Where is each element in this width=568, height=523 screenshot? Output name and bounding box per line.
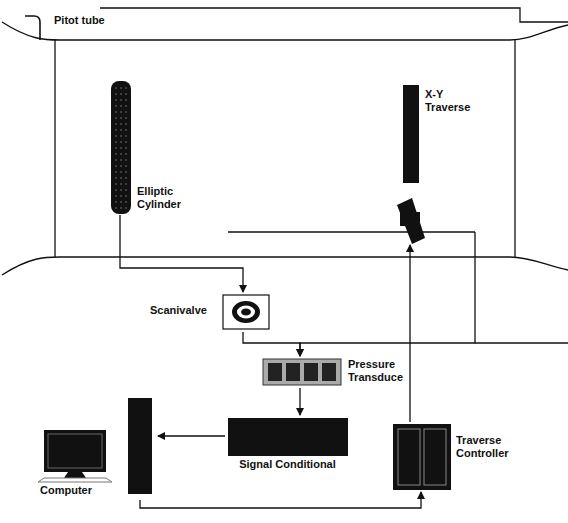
signal-connector bbox=[243, 332, 300, 356]
node-label: X-Y Traverse bbox=[425, 88, 475, 113]
transducer-icon bbox=[262, 358, 342, 386]
computer-unit: Computer bbox=[30, 396, 158, 500]
signal-connector bbox=[300, 232, 475, 356]
signal-connector bbox=[140, 492, 421, 508]
node-label: Scanivalve bbox=[150, 304, 216, 317]
traverse-arm bbox=[395, 80, 425, 245]
traverse-unit: X-Y Traverse bbox=[395, 80, 475, 245]
signal-conditioner: Signal Conditional bbox=[225, 415, 350, 473]
scanivalve-box: Scanivalve bbox=[150, 292, 272, 332]
controller-body bbox=[393, 424, 451, 490]
part-label: Pitot tube bbox=[54, 14, 105, 26]
signal-connector bbox=[299, 388, 300, 415]
computer-icon bbox=[30, 396, 158, 496]
node-label: Signal Conditional bbox=[225, 458, 350, 471]
transducer-box: Pressure Transduce bbox=[262, 356, 412, 388]
cylinder-model: Elliptic Cylinder bbox=[105, 80, 200, 215]
traverse-controller: Traverse Controller bbox=[390, 422, 508, 492]
node-label: Elliptic Cylinder bbox=[137, 185, 199, 210]
signal-connector bbox=[158, 435, 225, 436]
node-label: Traverse Controller bbox=[456, 434, 508, 459]
scanivalve-icon bbox=[222, 294, 270, 330]
cylinder-body bbox=[110, 80, 132, 215]
signal-connector bbox=[409, 245, 410, 422]
node-label: Pressure Transduce bbox=[348, 358, 412, 383]
node-label: Computer bbox=[40, 484, 110, 497]
signal-connector bbox=[120, 215, 243, 292]
conditioner-body bbox=[228, 418, 348, 456]
